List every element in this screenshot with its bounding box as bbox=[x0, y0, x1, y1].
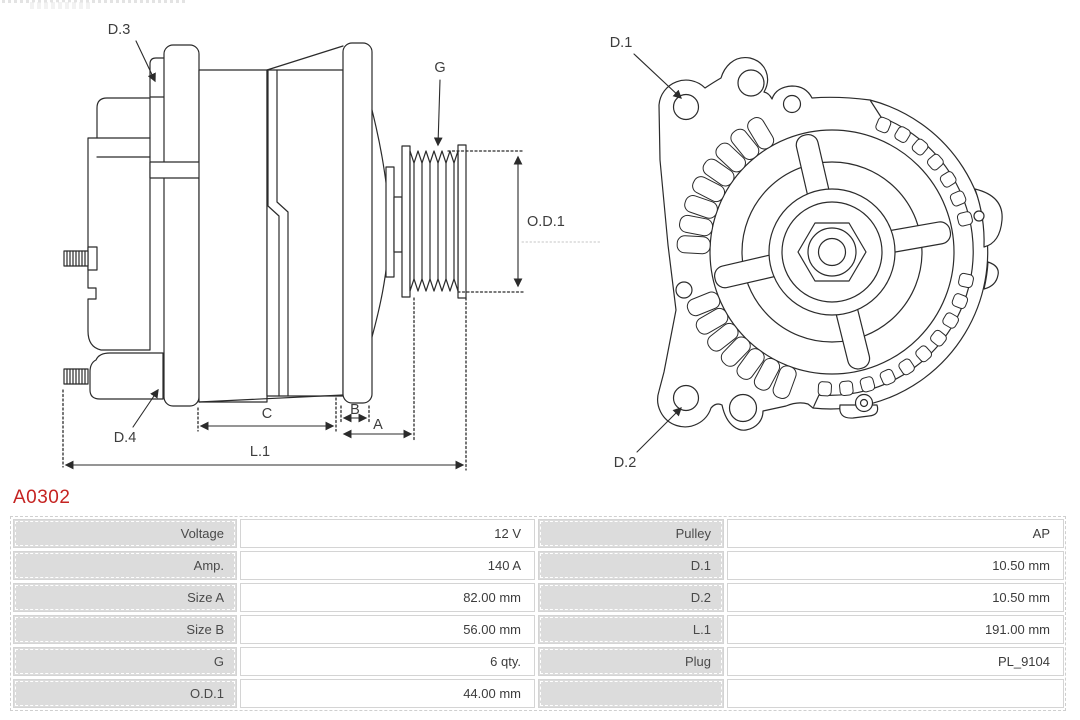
label-od1: O.D.1 bbox=[527, 214, 565, 230]
rear-bracket bbox=[163, 44, 200, 407]
spokes bbox=[713, 133, 952, 370]
rear-housing bbox=[87, 97, 151, 351]
front-housing-outline bbox=[657, 56, 871, 431]
spec-value: 10.50 mm bbox=[727, 583, 1064, 612]
side-ear bbox=[974, 188, 1003, 248]
spec-label: D.2 bbox=[538, 583, 724, 612]
top-lug bbox=[149, 57, 167, 98]
lamination-channel bbox=[267, 69, 289, 397]
spec-value: 56.00 mm bbox=[240, 615, 535, 644]
spec-label: Size B bbox=[13, 615, 237, 644]
lower-stud bbox=[63, 368, 89, 385]
watermark-remnant bbox=[2, 0, 188, 3]
spec-label: D.1 bbox=[538, 551, 724, 580]
alternator-front-view: D.1 D.2 bbox=[610, 35, 1003, 471]
label-a: A bbox=[373, 417, 383, 433]
spec-label: Pulley bbox=[538, 519, 724, 548]
spec-label: Amp. bbox=[13, 551, 237, 580]
spec-value: 12 V bbox=[240, 519, 535, 548]
label-d2: D.2 bbox=[614, 455, 637, 471]
spec-label bbox=[538, 679, 724, 708]
label-c: C bbox=[262, 406, 272, 422]
spec-label: Voltage bbox=[13, 519, 237, 548]
spec-label: Plug bbox=[538, 647, 724, 676]
shaft bbox=[393, 196, 403, 253]
label-b: B bbox=[350, 402, 360, 418]
spec-value bbox=[727, 679, 1064, 708]
stator-body bbox=[198, 69, 268, 403]
label-g: G bbox=[434, 60, 445, 76]
ring-teeth bbox=[817, 116, 974, 397]
shaft-spacer bbox=[385, 166, 395, 278]
pulley bbox=[401, 144, 467, 299]
spec-label: O.D.1 bbox=[13, 679, 237, 708]
spec-value: 6 qty. bbox=[240, 647, 535, 676]
spec-value: 191.00 mm bbox=[727, 615, 1064, 644]
spec-label: Size A bbox=[13, 583, 237, 612]
mount-hole-d2 bbox=[672, 384, 700, 412]
spec-value: 44.00 mm bbox=[240, 679, 535, 708]
ear-hole bbox=[973, 210, 985, 222]
part-number: A0302 bbox=[13, 487, 71, 508]
spec-value: PL_9104 bbox=[727, 647, 1064, 676]
spec-value: 10.50 mm bbox=[727, 551, 1064, 580]
spec-value: AP bbox=[727, 519, 1064, 548]
dim-od1: O.D.1 bbox=[447, 150, 601, 293]
terminal-block bbox=[149, 161, 204, 179]
watermark-remnant2 bbox=[30, 2, 90, 9]
label-l1: L.1 bbox=[250, 444, 270, 460]
spec-label: G bbox=[13, 647, 237, 676]
top-hole bbox=[737, 69, 765, 97]
label-d1: D.1 bbox=[610, 35, 633, 51]
mount-hole-d1 bbox=[672, 93, 700, 121]
side-bump bbox=[983, 261, 999, 290]
spec-table: Voltage 12 V Pulley AP Amp. 140 A D.1 10… bbox=[10, 516, 1066, 711]
spec-value: 82.00 mm bbox=[240, 583, 535, 612]
lower-foot bbox=[89, 352, 164, 400]
spec-value: 140 A bbox=[240, 551, 535, 580]
front-bracket bbox=[342, 42, 373, 404]
technical-drawings: D.3 D.4 G O.D.1 bbox=[62, 22, 1003, 471]
alternator-side-view: D.3 D.4 G O.D.1 bbox=[62, 22, 601, 471]
label-d4: D.4 bbox=[114, 430, 137, 446]
spec-label: L.1 bbox=[538, 615, 724, 644]
upper-stud bbox=[63, 246, 98, 271]
vent-slots bbox=[676, 117, 797, 399]
label-d3: D.3 bbox=[108, 22, 131, 38]
